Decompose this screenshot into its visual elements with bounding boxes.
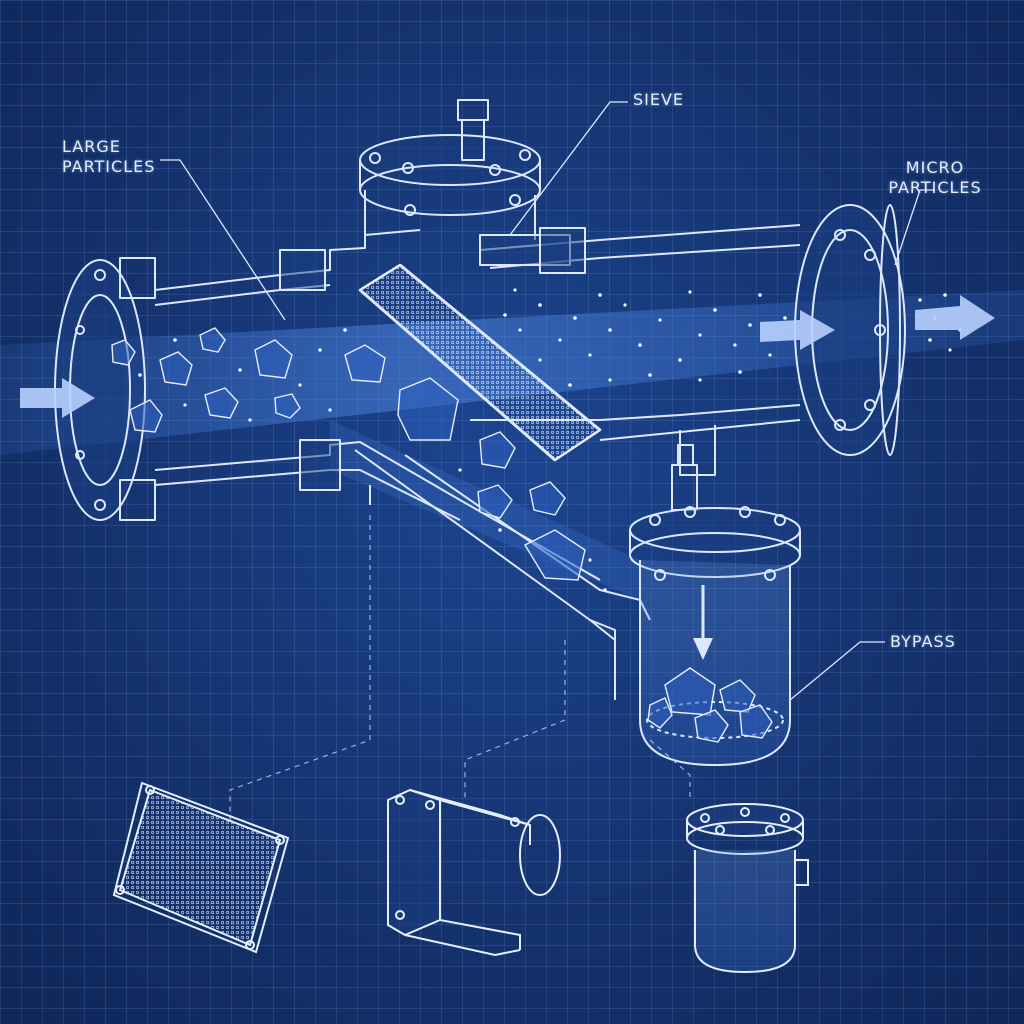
large-particle <box>477 484 513 519</box>
down-arrow-icon <box>693 585 713 660</box>
label-large-particles: LARGE PARTICLES <box>62 137 155 177</box>
large-particle <box>694 709 729 743</box>
leader-micro-particles <box>894 189 935 266</box>
label-large-particles-line1: LARGE <box>62 137 121 156</box>
large-particle-group <box>111 327 773 743</box>
exploded-connectors <box>229 515 691 820</box>
label-sieve: SIEVE <box>633 90 684 110</box>
large-particle <box>274 393 301 419</box>
label-large-particles-line2: PARTICLES <box>62 157 156 176</box>
large-particle <box>524 529 586 581</box>
flow-arrow-icon <box>20 378 95 418</box>
label-micro-particles-line1: MICRO <box>905 158 965 177</box>
leader-large-particles <box>160 159 286 321</box>
label-micro-particles: MICRO PARTICLES <box>885 158 985 198</box>
large-particle <box>529 481 566 516</box>
large-particle <box>111 339 136 366</box>
large-particle <box>159 351 193 386</box>
leader-bypass <box>789 641 885 701</box>
large-particle <box>129 399 163 433</box>
leader-sieve <box>509 101 628 236</box>
top-cap <box>359 99 586 274</box>
inlet-flange <box>54 257 156 521</box>
large-particle <box>254 339 293 379</box>
label-bypass-text: BYPASS <box>890 632 956 651</box>
flow-arrow-icon <box>760 310 835 350</box>
large-particle <box>664 667 716 716</box>
large-particle <box>647 697 673 729</box>
exploded-canister-part <box>686 803 809 974</box>
exploded-body-part <box>387 788 561 957</box>
large-particle <box>204 387 239 419</box>
large-particle <box>397 377 459 441</box>
leader-lines <box>160 101 935 701</box>
label-sieve-text: SIEVE <box>633 90 685 109</box>
flow-arrow-icon <box>915 295 995 340</box>
exploded-sieve-part <box>112 781 290 954</box>
label-bypass: BYPASS <box>890 632 956 652</box>
large-particle <box>719 679 756 713</box>
large-particle <box>479 431 516 469</box>
large-particle <box>739 704 773 739</box>
large-particle <box>199 327 226 353</box>
sieve-screen <box>358 263 602 462</box>
label-micro-particles-line2: PARTICLES <box>888 178 982 197</box>
large-particle <box>344 344 386 383</box>
